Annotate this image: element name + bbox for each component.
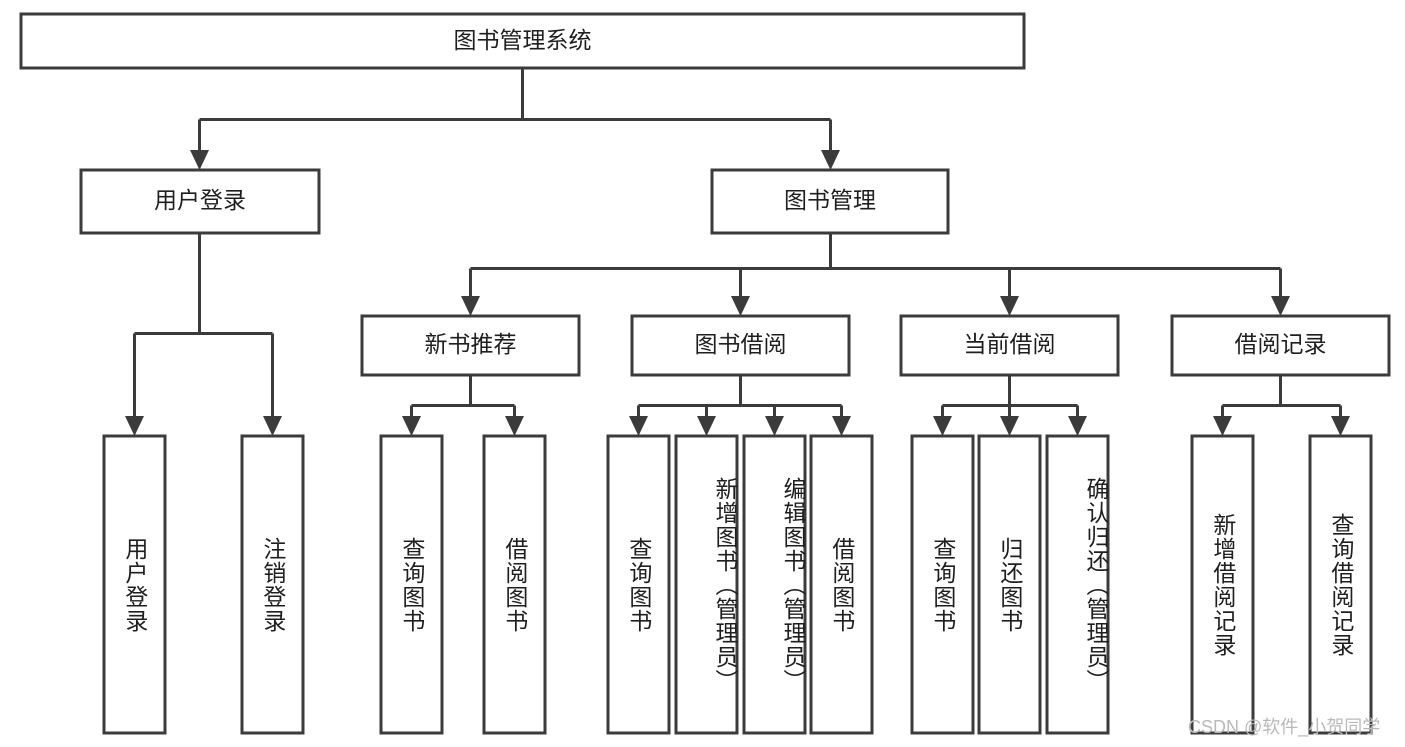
node-box-leaf-add-record[interactable]	[1190, 434, 1255, 735]
arrow-head-icon	[1213, 416, 1232, 436]
node-label-root: 图书管理系统	[454, 27, 592, 53]
arrow-head-icon	[832, 416, 851, 436]
node-label-borrow-record: 借阅记录	[1235, 331, 1327, 357]
connector-group-user-login	[125, 233, 282, 436]
arrow-head-icon	[697, 416, 716, 436]
node-label-new-book-recommend: 新书推荐	[425, 331, 517, 357]
node-box-leaf-return-book[interactable]	[977, 434, 1042, 735]
arrow-head-icon	[402, 416, 421, 436]
node-box-leaf-query-book-2[interactable]	[606, 434, 671, 735]
arrow-head-icon	[933, 416, 952, 436]
node-box-user-login[interactable]	[79, 168, 321, 235]
node-box-root[interactable]	[19, 12, 1026, 70]
node-label-user-login: 用户登录	[154, 187, 246, 213]
node-box-leaf-borrow-book-2[interactable]	[809, 434, 874, 735]
node-box-book-management[interactable]	[710, 168, 950, 235]
connector-group-current-borrow	[933, 375, 1087, 436]
connector-group-book-mgmt	[461, 233, 1290, 316]
connector-group-root	[190, 68, 840, 170]
arrow-head-icon	[1000, 416, 1019, 436]
connector-group-new-book	[402, 375, 524, 436]
arrow-head-icon	[1000, 296, 1019, 316]
connector-group-borrow-record	[1213, 375, 1350, 436]
arrow-head-icon	[125, 416, 144, 436]
node-box-book-borrow[interactable]	[630, 314, 851, 377]
node-box-leaf-query-book-1[interactable]	[379, 434, 444, 735]
node-box-leaf-confirm-return[interactable]	[1045, 434, 1110, 735]
node-box-new-book-recommend[interactable]	[360, 314, 581, 377]
node-label-book-borrow: 图书借阅	[695, 331, 787, 357]
node-box-leaf-edit-book[interactable]	[742, 434, 807, 735]
arrow-head-icon	[731, 296, 750, 316]
node-box-leaf-borrow-book-1[interactable]	[482, 434, 547, 735]
node-label-current-borrow: 当前借阅	[964, 331, 1056, 357]
node-label-book-management: 图书管理	[784, 187, 876, 213]
arrow-head-icon	[1271, 296, 1290, 316]
arrow-head-icon	[629, 416, 648, 436]
arrow-head-icon	[1331, 416, 1350, 436]
arrow-head-icon	[263, 416, 282, 436]
arrow-head-icon	[765, 416, 784, 436]
node-box-borrow-record[interactable]	[1170, 314, 1391, 377]
node-box-leaf-query-book-3[interactable]	[910, 434, 975, 735]
node-box-leaf-logout[interactable]	[240, 434, 305, 735]
arrow-head-icon	[1068, 416, 1087, 436]
connector-group-borrow-book	[629, 375, 851, 436]
watermark-text: CSDN @软件_小贺同学	[1188, 717, 1381, 737]
arrow-head-icon	[461, 296, 480, 316]
node-box-leaf-add-book[interactable]	[674, 434, 739, 735]
arrow-head-icon	[190, 150, 209, 170]
arrow-head-icon	[821, 150, 840, 170]
arrow-head-icon	[505, 416, 524, 436]
node-box-current-borrow[interactable]	[899, 314, 1120, 377]
node-box-leaf-user-login[interactable]	[102, 434, 167, 735]
node-box-leaf-query-record[interactable]	[1308, 434, 1373, 735]
